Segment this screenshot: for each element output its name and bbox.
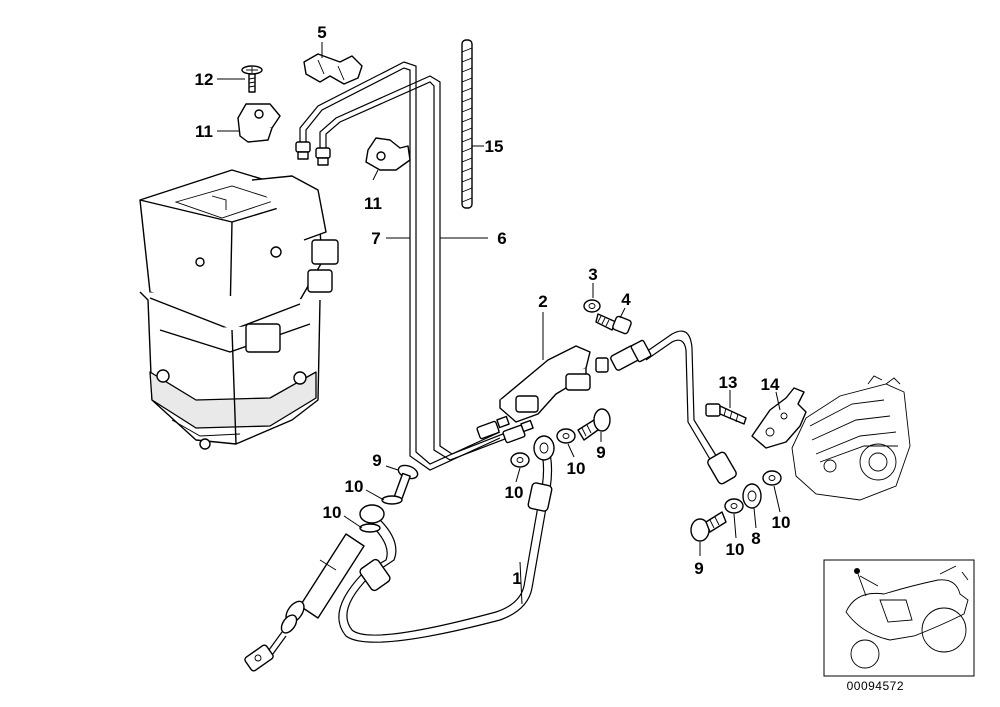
label-part-10-d: 10 — [567, 459, 586, 478]
leader-lines — [217, 42, 781, 605]
protective-hose-15 — [461, 39, 473, 209]
label-part-9-left: 9 — [372, 451, 381, 470]
label-part-1: 1 — [512, 569, 521, 588]
label-part-2: 2 — [538, 292, 547, 311]
label-part-11-clip: 11 — [364, 194, 382, 213]
label-part-10-f: 10 — [772, 513, 791, 532]
clamp-5 — [303, 53, 363, 85]
label-part-12: 12 — [195, 70, 214, 89]
pipe-clip-11 — [365, 137, 411, 171]
label-part-3: 3 — [588, 265, 597, 284]
banjo-bolt-9-mid — [577, 408, 611, 441]
screw-12 — [241, 65, 263, 93]
part-labels: 5 12 11 15 11 7 6 3 4 2 13 14 9 10 10 10… — [195, 23, 791, 588]
brake-cylinder-icon — [244, 533, 365, 672]
sealing-washer-10-a — [359, 495, 403, 533]
label-part-5: 5 — [317, 23, 326, 42]
label-part-14: 14 — [761, 375, 780, 394]
bolt-4 — [595, 313, 632, 335]
label-part-11-top: 11 — [195, 122, 213, 141]
brake-pipe-7 — [295, 61, 501, 471]
label-part-13: 13 — [719, 373, 738, 392]
washer-3 — [583, 299, 601, 313]
label-part-10-e: 10 — [726, 540, 745, 559]
label-part-8: 8 — [751, 529, 760, 548]
label-part-15: 15 — [485, 137, 504, 156]
bolt-13 — [705, 403, 747, 425]
motorcycle-thumbnail-icon — [823, 559, 975, 677]
label-part-10-b: 10 — [323, 503, 342, 522]
label-part-9-right: 9 — [694, 559, 703, 578]
sealing-washer-10-c — [724, 470, 782, 514]
banjo-bolt-9-left — [393, 464, 419, 502]
distributor-2 — [499, 345, 609, 423]
abs-pressure-modulator-icon — [139, 169, 339, 450]
bracket-14 — [751, 387, 807, 449]
brake-caliper-icon — [791, 375, 911, 501]
brake-hose-right — [610, 330, 762, 509]
label-part-9-mid: 9 — [596, 443, 605, 462]
pipe-fitting-left — [476, 415, 510, 440]
banjo-bolt-9-right — [690, 511, 727, 542]
brake-pipe-6 — [315, 75, 519, 461]
label-part-10-a: 10 — [345, 477, 364, 496]
rubber-mount-11-top — [237, 103, 281, 143]
label-part-4: 4 — [621, 290, 631, 309]
label-part-6: 6 — [497, 229, 506, 248]
label-part-7: 7 — [371, 229, 380, 248]
pipe-fitting-right — [502, 419, 534, 444]
sealing-washer-10-b — [510, 428, 576, 468]
drawing-reference-number: 00094572 — [847, 679, 904, 693]
brake-hose-1 — [338, 435, 555, 643]
label-part-10-c: 10 — [505, 483, 524, 502]
